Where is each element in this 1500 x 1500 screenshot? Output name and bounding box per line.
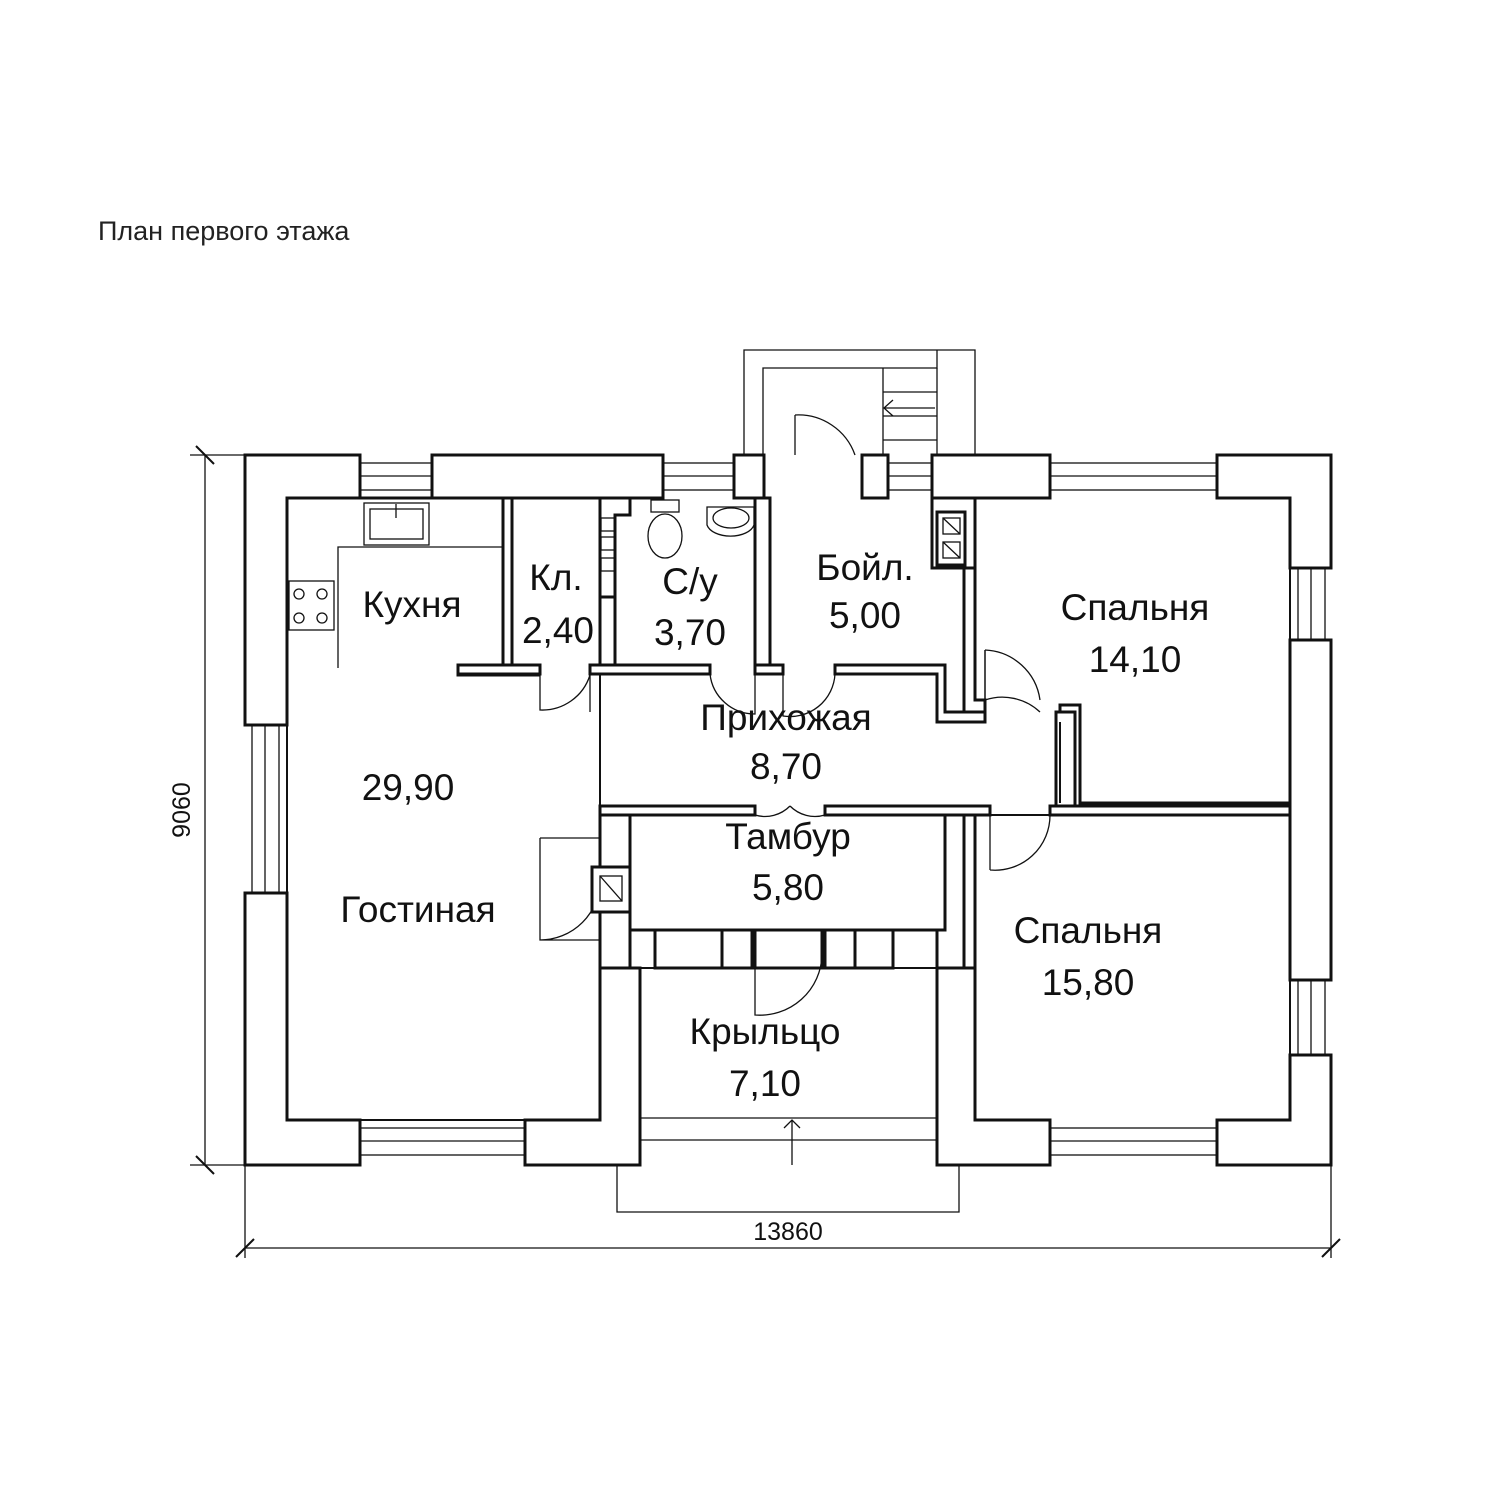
- doors: [539, 414, 1051, 1016]
- vestibule-label: Тамбур: [725, 816, 851, 857]
- boiler-area: 5,00: [829, 595, 901, 636]
- living-area: 29,90: [362, 767, 455, 808]
- room-outlines: [286, 498, 1291, 1165]
- boiler-label: Бойл.: [816, 547, 913, 588]
- pantry-label: Кл.: [529, 557, 582, 598]
- bedroom2-label: Спальня: [1014, 910, 1163, 951]
- back-steps: [743, 349, 976, 455]
- bedroom1-label: Спальня: [1061, 587, 1210, 628]
- dimension-lines: [190, 445, 1341, 1258]
- porch-label: Крыльцо: [690, 1011, 841, 1052]
- hall-area: 8,70: [750, 746, 822, 787]
- width-dimension: 13860: [753, 1218, 823, 1246]
- hall-label: Прихожая: [700, 697, 871, 738]
- windows: [251, 462, 1326, 1156]
- plan-title: План первого этажа: [98, 216, 350, 246]
- front-step: [616, 1165, 960, 1213]
- vent-ducts: [590, 510, 967, 914]
- height-dimension: 9060: [168, 782, 196, 838]
- bathroom-label: С/у: [662, 561, 718, 602]
- porch-area: 7,10: [729, 1063, 801, 1104]
- pantry-area: 2,40: [522, 610, 594, 651]
- bedroom2-area: 15,80: [1042, 962, 1135, 1003]
- vestibule-area: 5,80: [752, 867, 824, 908]
- bathroom-area: 3,70: [654, 612, 726, 653]
- kitchen-fixtures: [288, 502, 503, 668]
- bathroom-fixtures: [600, 499, 755, 572]
- kitchen-label: Кухня: [362, 584, 461, 625]
- living-label: Гостиная: [340, 889, 495, 930]
- bedroom1-area: 14,10: [1089, 639, 1182, 680]
